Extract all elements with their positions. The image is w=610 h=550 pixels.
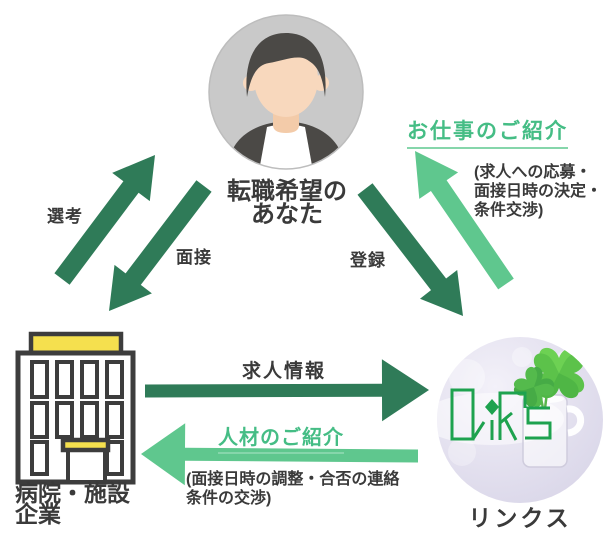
hospital-label-line2: 企業 — [15, 501, 61, 527]
links-logo-icon — [437, 337, 603, 503]
job-intro-note: (求人への応募・ 面接日時の決定・ 条件交渉) — [474, 164, 603, 219]
hospital-building-icon — [14, 330, 138, 486]
selection-arrow — [54, 155, 155, 285]
registration-arrow-label: 登録 — [350, 251, 386, 270]
job-info-arrow — [145, 359, 429, 422]
clover-leaves — [513, 347, 585, 408]
job-seeker-avatar-icon — [207, 13, 365, 171]
hospital-label-line1: 病院・施設 — [15, 480, 130, 506]
job-seeker-label: 転職希望の あなた — [187, 178, 387, 228]
candidate-intro-arrow — [141, 423, 418, 486]
links-label: リンクス — [468, 505, 572, 531]
job-seeker-label-line2: あなた — [251, 201, 323, 228]
job-seeker-label-line1: 転職希望の — [227, 178, 347, 205]
links-wordmark — [450, 388, 552, 441]
candidate-intro-note: (面接日時の調整・合否の連絡 条件の交渉) — [186, 471, 400, 507]
job-intro-arrow — [415, 151, 514, 290]
candidate-intro-label: 人材のご紹介 — [218, 421, 344, 454]
hospital-label: 病院・施設 企業 — [15, 480, 130, 527]
selection-arrow-label: 選考 — [47, 207, 83, 226]
job-info-label: 求人情報 — [242, 361, 327, 382]
interview-arrow — [109, 180, 212, 311]
job-intro-label: お仕事のご紹介 — [407, 115, 568, 149]
interview-arrow-label: 面接 — [176, 248, 212, 267]
registration-arrow — [357, 183, 463, 316]
